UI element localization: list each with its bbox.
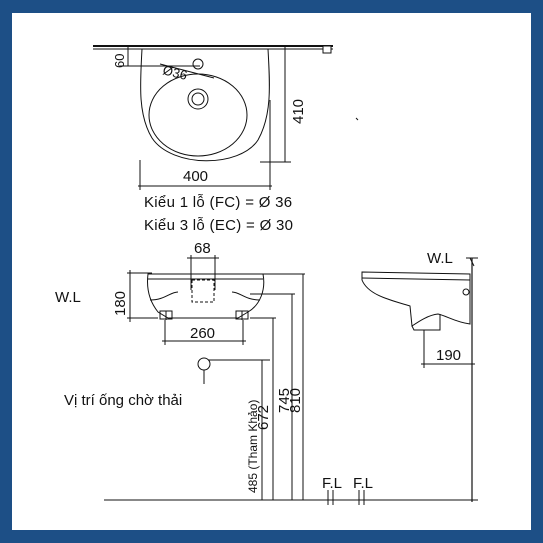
frame-bottom xyxy=(0,530,543,543)
drain-pipe-label: Vị trí ống chờ thải xyxy=(64,392,182,409)
water-level-label-front: W.L xyxy=(55,289,81,306)
frame-left xyxy=(0,0,12,543)
dim-672-label: 672 xyxy=(255,405,272,430)
dim-260-label: 260 xyxy=(190,325,215,342)
frame-right xyxy=(531,0,543,543)
floor-level-label-1: F.L xyxy=(322,475,342,492)
dim-180-label: 180 xyxy=(112,291,129,316)
dim-68-label: 68 xyxy=(194,240,211,257)
dim-hole-label: Ø36 xyxy=(161,62,188,83)
top-view xyxy=(93,45,333,190)
dim-60-label: 60 xyxy=(112,54,127,68)
dim-410-label: 410 xyxy=(290,99,307,124)
basin-outline-front xyxy=(147,273,265,319)
caption-single-hole: Kiểu 1 lỗ (FC) = Ø 36 xyxy=(144,194,293,211)
front-view xyxy=(104,255,478,505)
drawing-labels: 60 Ø36 410 400 68 W.L 180 260 Vị trí ống… xyxy=(55,54,461,493)
side-view xyxy=(355,117,478,502)
water-level-label-side: W.L xyxy=(427,250,453,267)
dim-190-label: 190 xyxy=(436,347,461,364)
basin-bowl-top xyxy=(148,73,248,157)
floor-level-label-2: F.L xyxy=(353,475,373,492)
caption-three-hole: Kiểu 3 lỗ (EC) = Ø 30 xyxy=(144,217,294,234)
dim-485-label: 485 (Tham Khảo) xyxy=(246,400,260,493)
drain-hole xyxy=(187,88,209,110)
tap-hole xyxy=(192,58,204,70)
frame-top xyxy=(0,0,543,13)
dim-745-label: 745 xyxy=(276,388,293,413)
dim-810-label: 810 xyxy=(287,388,304,413)
basin-outline-side xyxy=(361,271,471,327)
dim-400-label: 400 xyxy=(183,168,208,185)
basin-outline-top xyxy=(140,48,270,162)
